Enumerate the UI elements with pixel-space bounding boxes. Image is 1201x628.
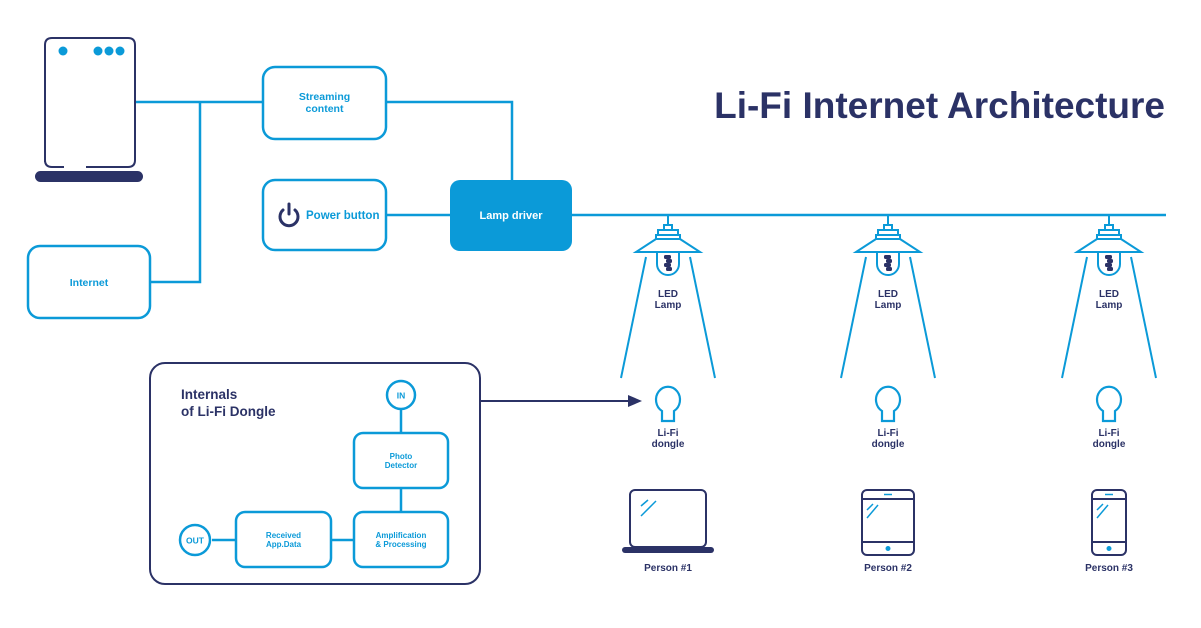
internals-arrow: [480, 395, 642, 407]
lamp-label-1: LED: [658, 289, 678, 300]
led-lamp-icon: [632, 215, 704, 276]
dongle-label-1: Li-Fi: [877, 428, 898, 439]
filament-icon: [884, 255, 892, 271]
streaming-to-driver-line: [386, 100, 514, 180]
internet-node: Internet: [26, 244, 152, 320]
led-lamp-icon: [1073, 215, 1145, 276]
lamp-label-2: Lamp: [1096, 300, 1123, 311]
amplification-block: Amplification & Processing: [352, 510, 450, 569]
laptop-icon: [622, 489, 714, 553]
amp-label-2: & Processing: [375, 540, 426, 549]
lamp-driver-node: Lamp driver: [450, 180, 572, 251]
lamp-label-2: Lamp: [655, 300, 682, 311]
lamp-label-1: LED: [878, 289, 898, 300]
phone-icon: [1091, 489, 1127, 556]
light-beam: [1061, 256, 1157, 379]
filament-icon: [1105, 255, 1113, 271]
internet-to-trunk-line: [150, 102, 202, 284]
streaming-label-2: content: [306, 103, 344, 115]
photo-detector-block: Photo Detector: [352, 431, 450, 490]
lamp-driver-label: Lamp driver: [480, 210, 544, 222]
dongle-label-1: Li-Fi: [1098, 428, 1119, 439]
internet-label: Internet: [70, 277, 109, 289]
router-icon: [35, 37, 143, 182]
power-button-node: Power button: [261, 178, 388, 252]
led-lamp-icon: [852, 215, 924, 276]
out-label: OUT: [186, 536, 205, 546]
li-fi-dongle-icon: [654, 385, 682, 423]
tablet-icon: [861, 489, 915, 556]
dongle-label-1: Li-Fi: [657, 428, 678, 439]
person-label: Person #2: [864, 563, 912, 574]
dongle-internals-panel: Internals of Li-Fi Dongle IN Photo Detec…: [149, 362, 481, 585]
in-label: IN: [397, 391, 406, 401]
in-port: IN: [385, 379, 417, 411]
power-icon: [278, 202, 300, 228]
dongle-label-2: dongle: [652, 439, 685, 450]
connectors: [135, 100, 1166, 284]
lamp-label-2: Lamp: [875, 300, 902, 311]
filament-icon: [664, 255, 672, 271]
person-label: Person #1: [644, 563, 692, 574]
received-data-block: Received App.Data: [234, 510, 333, 569]
recv-label-1: Received: [266, 531, 301, 540]
internals-title-2: of Li-Fi Dongle: [181, 404, 276, 419]
dongle-label-2: dongle: [1093, 439, 1126, 450]
dongle-label-2: dongle: [872, 439, 905, 450]
streaming-label-1: Streaming: [299, 91, 350, 103]
amp-label-1: Amplification: [376, 531, 427, 540]
photo-label-2: Detector: [385, 461, 417, 470]
out-port: OUT: [178, 523, 212, 557]
lamp-label-1: LED: [1099, 289, 1119, 300]
recv-label-2: App.Data: [266, 540, 302, 549]
power-button-label: Power button: [306, 210, 379, 222]
page-title: Li-Fi Internet Architecture: [714, 85, 1165, 126]
person-label: Person #3: [1085, 563, 1133, 574]
internals-title-1: Internals: [181, 387, 237, 402]
photo-label-1: Photo: [390, 452, 413, 461]
streaming-content-node: Streaming content: [261, 65, 388, 141]
light-beam: [840, 256, 936, 379]
light-beam: [620, 256, 716, 379]
li-fi-dongle-icon: [874, 385, 902, 423]
li-fi-dongle-icon: [1095, 385, 1123, 423]
